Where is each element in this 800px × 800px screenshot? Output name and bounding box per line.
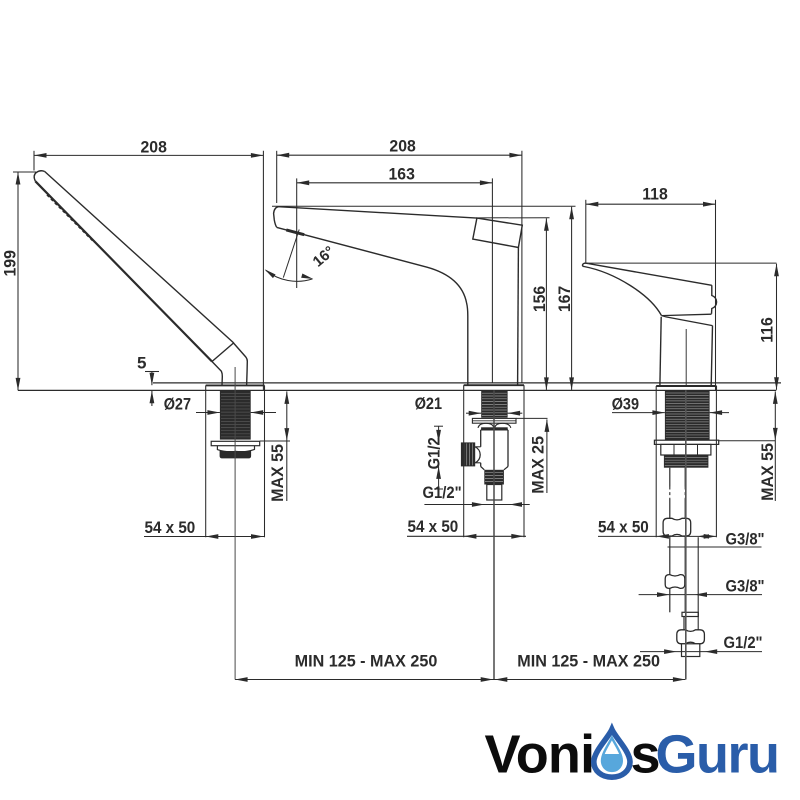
svg-text:Guru: Guru	[656, 725, 779, 785]
svg-text:167: 167	[556, 286, 575, 312]
svg-text:MAX 55: MAX 55	[759, 443, 778, 501]
svg-text:s: s	[631, 725, 661, 785]
svg-text:118: 118	[642, 185, 667, 204]
svg-text:G3/8": G3/8"	[726, 531, 765, 549]
svg-text:MAX 25: MAX 25	[529, 436, 548, 494]
svg-text:G1/2: G1/2	[425, 437, 443, 469]
svg-text:156: 156	[530, 286, 549, 312]
svg-text:Ø27: Ø27	[164, 395, 192, 413]
svg-text:54 x 50: 54 x 50	[598, 518, 649, 537]
svg-text:G1/2": G1/2"	[423, 484, 462, 502]
svg-text:54 x 50: 54 x 50	[145, 518, 196, 537]
svg-text:MAX 55: MAX 55	[269, 444, 288, 502]
svg-text:MIN 125 - MAX 250: MIN 125 - MAX 250	[295, 651, 438, 670]
svg-text:163: 163	[389, 165, 415, 184]
svg-text:208: 208	[141, 138, 167, 157]
svg-text:199: 199	[1, 250, 20, 276]
svg-text:5: 5	[137, 354, 146, 373]
svg-text:116: 116	[758, 317, 777, 342]
svg-text:54 x 50: 54 x 50	[408, 517, 459, 536]
svg-text:G1/2": G1/2"	[724, 634, 763, 652]
svg-text:Ø21: Ø21	[415, 395, 443, 413]
svg-text:G3/8": G3/8"	[726, 577, 765, 595]
svg-text:208: 208	[389, 137, 415, 156]
svg-text:Ø39: Ø39	[612, 395, 640, 413]
svg-text:Voni: Voni	[485, 725, 595, 785]
svg-text:MIN 125 - MAX 250: MIN 125 - MAX 250	[517, 651, 660, 670]
